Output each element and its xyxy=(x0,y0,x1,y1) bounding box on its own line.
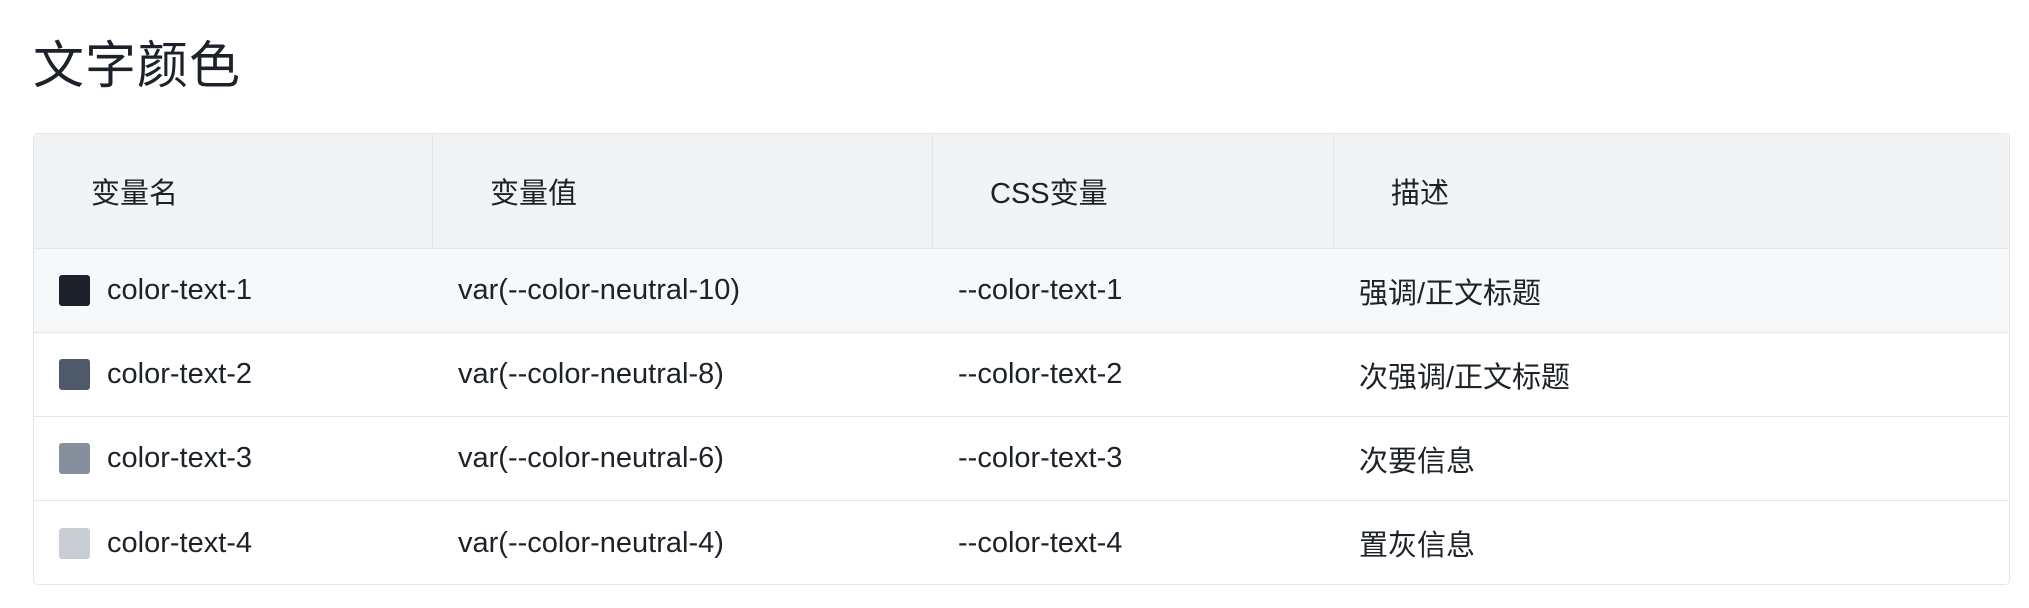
table-row: color-text-2 var(--color-neutral-8) --co… xyxy=(34,333,2009,417)
variable-value: var(--color-neutral-4) xyxy=(458,526,724,559)
column-header-css-variable: CSS变量 xyxy=(933,134,1334,248)
color-swatch xyxy=(59,527,90,559)
variable-name: color-text-3 xyxy=(107,442,253,474)
variable-name: color-text-2 xyxy=(107,358,253,390)
css-variable: --color-text-4 xyxy=(958,526,1123,559)
variable-value: var(--color-neutral-6) xyxy=(458,442,724,474)
css-variable: --color-text-3 xyxy=(958,442,1123,474)
css-variable: --color-text-2 xyxy=(958,358,1123,390)
table-row: color-text-3 var(--color-neutral-6) --co… xyxy=(34,417,2009,501)
variable-name: color-text-4 xyxy=(107,526,253,559)
color-swatch xyxy=(59,275,90,306)
variable-name-cell: color-text-2 xyxy=(34,333,433,416)
variable-name-cell: color-text-4 xyxy=(34,501,433,584)
description: 置灰信息 xyxy=(1359,530,1476,562)
variable-name-cell: color-text-1 xyxy=(34,249,433,332)
column-header-variable-name: 变量名 xyxy=(34,134,433,248)
description: 强调/正文标题 xyxy=(1359,277,1542,310)
column-header-description: 描述 xyxy=(1391,178,1450,210)
color-swatch xyxy=(59,443,90,474)
css-variable: --color-text-1 xyxy=(958,274,1123,306)
variable-value: var(--color-neutral-10) xyxy=(458,274,741,306)
variable-value: var(--color-neutral-8) xyxy=(458,358,724,390)
variable-name-cell: color-text-3 xyxy=(34,417,433,500)
table-header: 变量名 变量值 CSS变量 描述 xyxy=(34,134,2009,249)
color-swatch xyxy=(59,359,90,390)
column-header-variable-value: 变量值 xyxy=(433,134,933,248)
description: 次强调/正文标题 xyxy=(1359,361,1571,394)
table-row: color-text-4 var(--color-neutral-4) --co… xyxy=(34,501,2009,584)
page-title: 文字颜色 xyxy=(33,37,242,94)
description: 次要信息 xyxy=(1359,445,1476,478)
color-table: 变量名 变量值 CSS变量 描述 color-text-1 var(--colo… xyxy=(33,133,2010,585)
variable-name: color-text-1 xyxy=(107,274,253,306)
table-row: color-text-1 var(--color-neutral-10) --c… xyxy=(34,249,2009,333)
